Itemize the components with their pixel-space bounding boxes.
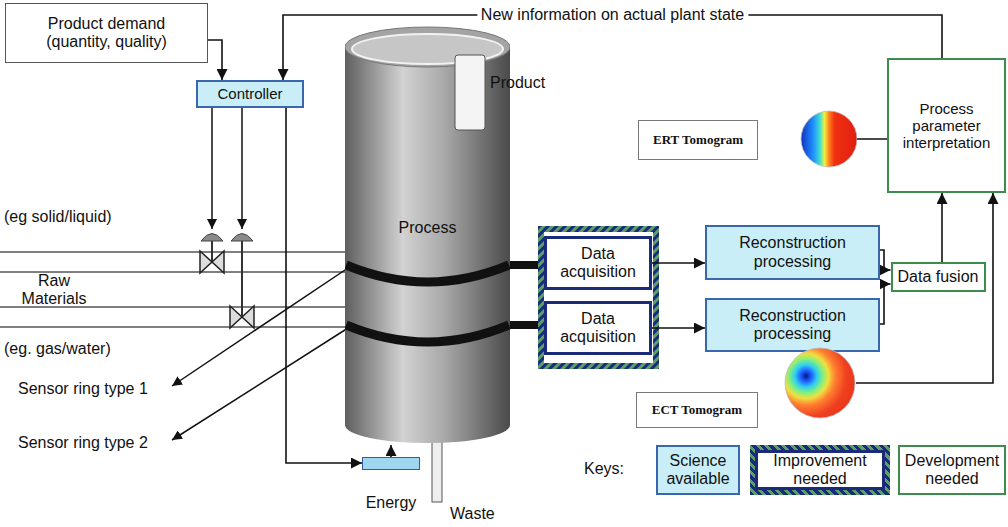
pipe-wall [0,326,346,328]
flow-arrow [652,262,705,264]
acquisition-box: Data acquisition [544,301,652,355]
node-text: ERT Tomogram [653,133,743,148]
flow-arrow [283,15,942,80]
flow-arrow [857,139,906,193]
waste-pipe [432,438,442,502]
flow-arrow [208,40,222,80]
node-text: Process [399,219,457,237]
flow-arrow [856,193,993,383]
tomogram-image [638,110,857,168]
inlet-note: (eg solid/liquid) [4,208,112,226]
reconstruction-box: Reconstruction processing [705,298,880,352]
acquisition-box: Data acquisition [544,236,652,290]
waste-label: Waste [450,505,495,523]
reconstruction-box: Reconstruction processing [705,225,880,280]
control-line [211,108,213,229]
sensor-label: Sensor ring type 1 [18,380,148,398]
sensor-cable [505,261,542,269]
valve-symbol [200,251,212,273]
pipe-wall [0,251,346,253]
energy-input: Energy [362,457,420,470]
vessel-outline [345,25,510,445]
node-text: Reconstruction processing [707,234,878,271]
inlet-label: Raw Materials [8,272,100,309]
process-vessel: Process [345,25,510,445]
vessel-opening [352,34,503,64]
vessel-body [345,47,510,425]
leader-line [172,328,348,440]
flow-arrow [286,108,362,463]
valve-symbol [242,306,254,328]
fusion-box: Data fusion [891,262,986,292]
leader-line [172,268,348,386]
valve-stem [211,240,213,262]
valve-actuator [201,234,223,242]
flow-arrow [941,193,943,262]
tomogram: ERT Tomogram [638,110,857,168]
pipe-wall [0,271,346,273]
node-text: Process parameter interpretation [889,100,1004,152]
legend-key: Science available [656,445,740,495]
vessel-base [345,407,510,443]
flow-arrow [880,250,891,270]
node-text: Energy [366,494,417,512]
node-text: Data acquisition [547,245,649,282]
legend-key: Development needed [898,445,1006,495]
sensor-ring [346,325,509,342]
legend-text: Development needed [900,452,1004,489]
node-text: Data acquisition [547,310,649,347]
flow-arrow [880,284,891,324]
demand-box: Product demand (quantity, quality) [5,3,208,63]
flow-arrow [652,327,705,329]
node-text: Controller [217,85,282,102]
node-text: ECT Tomogram [652,403,742,418]
valve-symbol [212,251,224,273]
tomogram-label-box: ERT Tomogram [638,120,758,160]
inlet-note: (eg. gas/water) [4,340,111,358]
sensor-ring [346,265,509,282]
pipe-wall [0,306,346,308]
controller-box: Controller [196,80,304,108]
tomogram-image [785,348,855,418]
flow-arrow [390,445,392,457]
node-text: Reconstruction processing [707,307,878,344]
interpretation-box: Process parameter interpretation [887,58,1006,193]
tomogram-image [636,346,856,428]
vessel-rim [345,27,510,67]
edge-label: New information on actual plant state [477,6,748,24]
node-text: Data fusion [898,268,979,286]
sensor-cable [505,321,542,329]
legend-key: Improvement needed [750,445,890,495]
sensor-label: Sensor ring type 2 [18,434,148,452]
valve-actuator [231,234,253,242]
raw-material-pipe [0,252,346,272]
control-line [241,108,243,229]
raw-material-pipe [0,307,346,327]
legend-heading: Keys: [584,460,624,478]
acquisition-group [541,229,656,366]
valve-symbol [230,306,242,328]
valve-stem [241,240,243,317]
legend-text: Improvement needed [755,452,885,489]
product-label: Product [490,74,545,92]
legend-text: Science available [658,452,738,489]
tomogram: ECT Tomogram [636,346,856,428]
tomogram-label-box: ECT Tomogram [636,392,758,428]
tomogram-image [801,111,857,167]
product-pipe [455,55,485,130]
node-text: Product demand (quantity, quality) [27,15,187,52]
